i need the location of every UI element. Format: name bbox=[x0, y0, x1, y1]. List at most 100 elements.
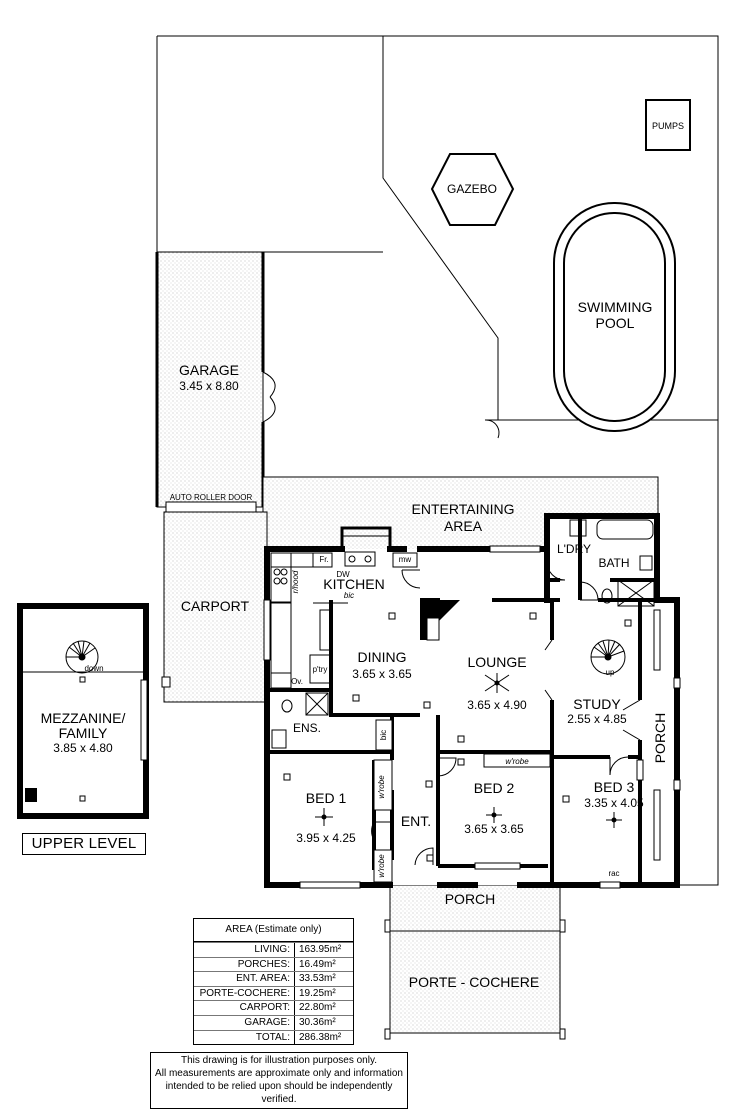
front-door bbox=[414, 847, 434, 866]
area-row-living: LIVING: 163.95m² bbox=[194, 942, 353, 957]
bed1-dim: 3.95 x 4.25 bbox=[296, 831, 356, 845]
area-row-total: TOTAL: 286.38m² bbox=[194, 1029, 353, 1045]
study-label: STUDY bbox=[573, 696, 621, 712]
bed2-label: BED 2 bbox=[474, 780, 515, 796]
pool-label-2: POOL bbox=[596, 315, 635, 331]
area-table: AREA (Estimate only) LIVING: 163.95m² PO… bbox=[193, 918, 354, 1046]
carport-label: CARPORT bbox=[181, 598, 250, 614]
area-row-label: GARAGE: bbox=[194, 1015, 295, 1030]
ensuite-label: ENS. bbox=[293, 721, 321, 735]
bed2-wardrobe bbox=[483, 753, 551, 768]
dishwasher-label: DW bbox=[336, 570, 350, 579]
laundry-label: L'DRY bbox=[557, 542, 591, 556]
bed1-wardrobe-label-2: w'robe bbox=[377, 854, 386, 878]
area-row-value: 19.25m² bbox=[299, 987, 336, 999]
area-row-carport: CARPORT: 22.80m² bbox=[194, 1000, 353, 1015]
mezzanine-label-2: FAMILY bbox=[59, 725, 108, 741]
garage-dim: 3.45 x 8.80 bbox=[179, 379, 239, 393]
kitchen-door bbox=[401, 569, 421, 589]
bed3-dim: 3.35 x 4.05 bbox=[584, 796, 644, 810]
area-row-porches: PORCHES: 16.49m² bbox=[194, 956, 353, 972]
pool-inner bbox=[563, 212, 666, 422]
entry-label: ENT. bbox=[401, 813, 431, 829]
disclaimer-line: All measurements are approximate only an… bbox=[155, 1068, 403, 1079]
front-porch-label: PORCH bbox=[445, 891, 496, 907]
dining-dim: 3.65 x 3.65 bbox=[352, 667, 412, 681]
bed1-label: BED 1 bbox=[306, 790, 347, 806]
area-row-label: LIVING: bbox=[194, 943, 295, 957]
rac-label: rac bbox=[608, 869, 619, 878]
kitchen-label: KITCHEN bbox=[323, 576, 384, 592]
pantry-label: p'try bbox=[313, 665, 328, 674]
microwave-label: mw bbox=[399, 555, 412, 564]
area-row-value: 286.38m² bbox=[299, 1031, 342, 1043]
disclaimer: This drawing is for illustration purpose… bbox=[150, 1052, 408, 1109]
study-dim: 2.55 x 4.85 bbox=[567, 712, 627, 726]
ceiling-fan-icon bbox=[315, 808, 333, 826]
mezzanine-label-1: MEZZANINE/ bbox=[41, 710, 126, 726]
fridge-label: Fr. bbox=[319, 555, 328, 564]
stairs-up-label: up bbox=[606, 668, 615, 677]
bed1-wardrobe-bottom bbox=[373, 849, 393, 883]
disclaimer-line: This drawing is for illustration purpose… bbox=[180, 1055, 377, 1066]
pumps-label: PUMPS bbox=[652, 121, 684, 131]
upper-level-label: UPPER LEVEL bbox=[22, 833, 146, 855]
mezzanine-dim: 3.85 x 4.80 bbox=[53, 741, 113, 755]
ceiling-fan-icon bbox=[484, 673, 510, 693]
bed1-wardrobe-label-1: w'robe bbox=[377, 775, 386, 799]
auto-roller-door-label: AUTO ROLLER DOOR bbox=[170, 493, 253, 502]
light-markers bbox=[283, 612, 632, 862]
bic-ensuite-label: bic bbox=[379, 730, 388, 740]
garage-side-door bbox=[262, 371, 276, 423]
ceiling-fan-icon bbox=[486, 807, 502, 823]
lounge-dim: 3.65 x 4.90 bbox=[467, 698, 527, 712]
ceiling-fan-icon bbox=[606, 812, 622, 828]
bic-kitchen-label: bic bbox=[344, 591, 354, 600]
area-row-label: PORCHES: bbox=[194, 957, 295, 972]
spiral-stair-icon bbox=[590, 639, 626, 675]
area-table-title: AREA (Estimate only) bbox=[194, 919, 353, 942]
area-row-value: 30.36m² bbox=[299, 1016, 336, 1028]
garage-label: GARAGE bbox=[179, 362, 239, 378]
area-row-value: 33.53m² bbox=[299, 973, 336, 985]
gazebo-outline bbox=[430, 153, 515, 226]
kitchen-fittings bbox=[270, 551, 418, 689]
kitchen-bay bbox=[340, 526, 392, 549]
area-row-label: PORTE-COCHERE: bbox=[194, 986, 295, 1001]
bed2-dim: 3.65 x 3.65 bbox=[464, 822, 524, 836]
house-interior bbox=[267, 516, 677, 885]
bed1-wardrobe-top bbox=[373, 759, 393, 811]
bath-door bbox=[579, 581, 599, 601]
area-row-label: ENT. AREA: bbox=[194, 972, 295, 986]
area-row-garage: GARAGE: 30.36m² bbox=[194, 1014, 353, 1030]
pumps-box bbox=[645, 99, 691, 151]
pool-label-1: SWIMMING bbox=[578, 299, 653, 315]
area-row-label: CARPORT: bbox=[194, 1001, 295, 1015]
area-row-value: 16.49m² bbox=[299, 958, 336, 970]
entertaining-label-2: AREA bbox=[444, 518, 483, 534]
entertaining-label-1: ENTERTAINING bbox=[412, 501, 515, 517]
area-row-value: 163.95m² bbox=[299, 944, 342, 955]
garage-area bbox=[156, 251, 264, 508]
study-door bbox=[622, 699, 641, 741]
area-row-porte-cochere: PORTE-COCHERE: 19.25m² bbox=[194, 985, 353, 1001]
pool-gate-swing bbox=[484, 419, 500, 439]
laundry-bath-fixtures bbox=[569, 519, 655, 607]
ensuite-fixtures bbox=[271, 692, 329, 749]
spiral-stair-icon bbox=[65, 640, 99, 674]
dining-label: DINING bbox=[358, 649, 407, 665]
pool-outer bbox=[553, 202, 676, 432]
porte-cochere-label: PORTE - COCHERE bbox=[409, 974, 539, 990]
bath-label: BATH bbox=[598, 556, 629, 570]
carport-area bbox=[163, 511, 268, 703]
area-row-value: 22.80m² bbox=[299, 1002, 336, 1014]
porte-cochere-area bbox=[389, 930, 561, 1034]
gazebo-label: GAZEBO bbox=[447, 182, 497, 196]
rangehood-label: r/hood bbox=[291, 570, 300, 593]
bed3-label: BED 3 bbox=[594, 779, 635, 795]
bed2-door bbox=[437, 757, 457, 777]
area-row-ent-area: ENT. AREA: 33.53m² bbox=[194, 971, 353, 986]
windows bbox=[263, 545, 661, 889]
bed1-door bbox=[371, 821, 392, 841]
